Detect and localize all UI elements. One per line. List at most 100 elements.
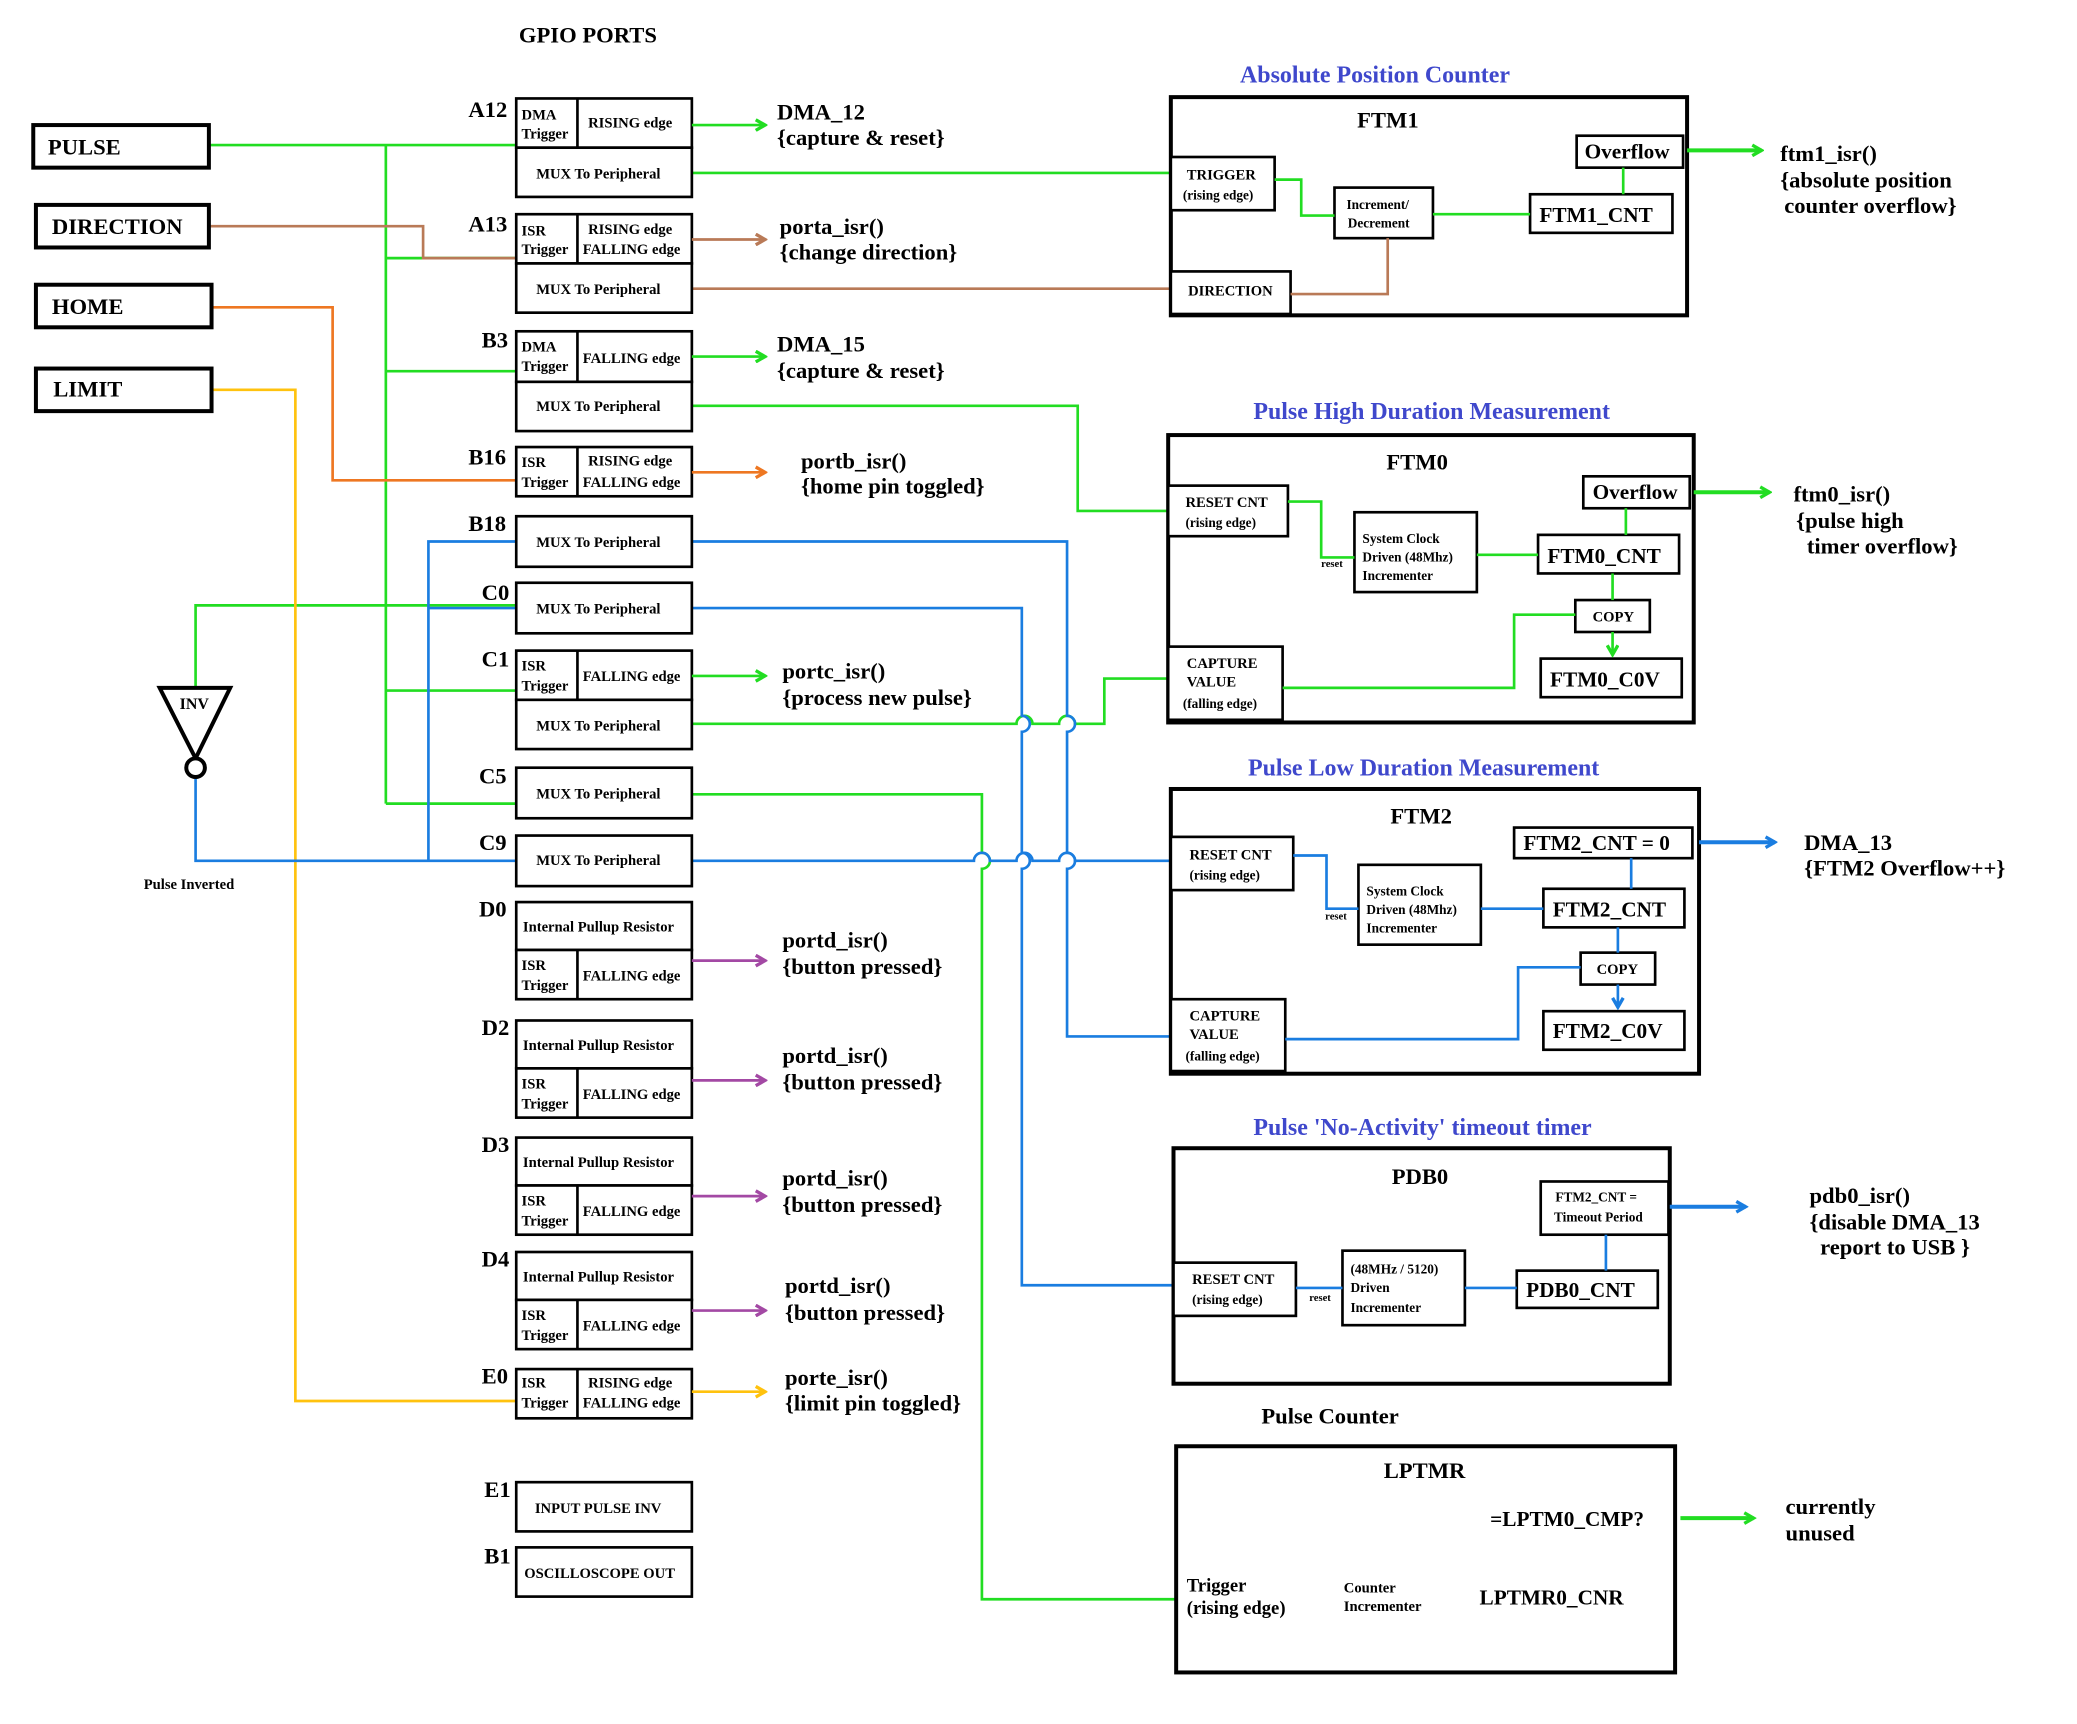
pin-b3: B3 <box>482 327 508 352</box>
svg-text:Counter: Counter <box>1344 1581 1397 1597</box>
svg-text:OSCILLOSCOPE OUT: OSCILLOSCOPE OUT <box>524 1566 675 1582</box>
svg-text:{disable DMA_13: {disable DMA_13 <box>1809 1209 1979 1234</box>
heading-pulse-counter: Pulse Counter <box>1261 1404 1399 1429</box>
svg-text:(rising edge): (rising edge) <box>1192 1292 1263 1307</box>
input-pulse: PULSE <box>31 123 211 170</box>
svg-text:DMA: DMA <box>522 108 557 124</box>
svg-text:DMA_15: DMA_15 <box>777 331 865 356</box>
pin-c9: C9 <box>479 830 507 855</box>
svg-text:FTM2_CNT = 0: FTM2_CNT = 0 <box>1523 831 1669 855</box>
svg-text:MUX To Peripheral: MUX To Peripheral <box>536 399 660 415</box>
svg-text:portd_isr(): portd_isr() <box>782 1043 888 1068</box>
svg-text:ISR: ISR <box>522 455 547 471</box>
svg-text:INPUT PULSE INV: INPUT PULSE INV <box>535 1501 662 1517</box>
svg-text:portc_isr(): portc_isr() <box>782 659 885 684</box>
svg-text:(rising edge): (rising edge) <box>1189 867 1260 882</box>
svg-text:Incrementer: Incrementer <box>1350 1300 1421 1315</box>
svg-text:Driven (48Mhz): Driven (48Mhz) <box>1366 902 1456 917</box>
pin-d2: D2 <box>482 1015 510 1040</box>
svg-text:MUX To Peripheral: MUX To Peripheral <box>536 601 660 617</box>
svg-text:VALUE: VALUE <box>1189 1027 1238 1043</box>
svg-text:PULSE: PULSE <box>48 134 121 159</box>
svg-text:FALLING edge: FALLING edge <box>583 242 681 258</box>
port-c5-block: MUX To Peripheral <box>514 766 694 820</box>
svg-text:reset: reset <box>1309 1293 1331 1304</box>
svg-text:MUX To Peripheral: MUX To Peripheral <box>536 282 660 298</box>
svg-text:{absolute position: {absolute position <box>1780 168 1952 193</box>
svg-text:DIRECTION: DIRECTION <box>1188 283 1273 299</box>
svg-text:ISR: ISR <box>522 958 547 974</box>
svg-text:Overflow: Overflow <box>1593 480 1679 504</box>
pin-c0: C0 <box>482 580 510 605</box>
svg-text:reset: reset <box>1325 911 1347 922</box>
svg-text:FTM1_CNT: FTM1_CNT <box>1539 203 1652 227</box>
svg-text:FTM0_C0V: FTM0_C0V <box>1550 668 1661 692</box>
svg-text:Trigger: Trigger <box>522 1096 569 1112</box>
svg-text:MUX To Peripheral: MUX To Peripheral <box>536 535 660 551</box>
svg-text:PDB0: PDB0 <box>1392 1164 1449 1189</box>
svg-text:unused: unused <box>1786 1521 1856 1546</box>
svg-text:ISR: ISR <box>522 1076 547 1092</box>
home-wire <box>211 306 517 482</box>
svg-text:Trigger: Trigger <box>522 679 569 695</box>
svg-text:FTM0: FTM0 <box>1386 450 1448 475</box>
svg-text:COPY: COPY <box>1593 609 1635 625</box>
svg-text:LPTMR0_CNR: LPTMR0_CNR <box>1480 1586 1625 1610</box>
pin-b18: B18 <box>468 511 506 536</box>
svg-text:Increment/: Increment/ <box>1346 197 1409 212</box>
inverter: INV Pulse Inverted <box>144 685 234 893</box>
svg-text:RISING edge: RISING edge <box>588 116 673 132</box>
port-b1-block: OSCILLOSCOPE OUT <box>514 1546 694 1598</box>
svg-text:pdb0_isr(): pdb0_isr() <box>1809 1183 1910 1208</box>
svg-text:Decrement: Decrement <box>1348 216 1410 231</box>
svg-text:FALLING edge: FALLING edge <box>583 669 681 685</box>
heading-no-activity: Pulse 'No-Activity' timeout timer <box>1253 1115 1592 1141</box>
svg-text:ISR: ISR <box>522 1376 547 1392</box>
svg-text:Incrementer: Incrementer <box>1344 1599 1422 1615</box>
svg-text:counter overflow}: counter overflow} <box>1784 193 1956 218</box>
svg-text:{limit pin toggled}: {limit pin toggled} <box>785 1390 961 1415</box>
svg-text:Trigger: Trigger <box>522 242 569 258</box>
input-limit: LIMIT <box>33 366 214 414</box>
svg-text:RESET CNT: RESET CNT <box>1192 1272 1274 1288</box>
pin-d3: D3 <box>482 1132 510 1157</box>
svg-text:{capture & reset}: {capture & reset} <box>777 125 945 150</box>
svg-text:RESET CNT: RESET CNT <box>1185 495 1267 511</box>
svg-text:{capture & reset}: {capture & reset} <box>777 358 945 383</box>
svg-text:Driven: Driven <box>1350 1280 1390 1295</box>
svg-text:ISR: ISR <box>522 659 547 675</box>
svg-text:porta_isr(): porta_isr() <box>780 214 884 239</box>
port-output-labels: DMA_12{capture & reset} porta_isr(){chan… <box>777 100 985 1416</box>
svg-text:DMA_12: DMA_12 <box>777 100 865 125</box>
svg-text:FTM2: FTM2 <box>1390 804 1452 829</box>
svg-text:Timeout Period: Timeout Period <box>1554 1209 1643 1224</box>
svg-text:currently: currently <box>1786 1494 1877 1519</box>
svg-text:DMA: DMA <box>522 339 557 355</box>
svg-text:{button pressed}: {button pressed} <box>782 1070 942 1095</box>
heading-pulse-high: Pulse High Duration Measurement <box>1253 399 1610 425</box>
svg-text:MUX To Peripheral: MUX To Peripheral <box>536 786 660 802</box>
svg-text:CAPTURE: CAPTURE <box>1187 656 1258 672</box>
svg-text:System Clock: System Clock <box>1362 531 1440 546</box>
svg-text:FTM2_CNT =: FTM2_CNT = <box>1555 1189 1637 1204</box>
ftm1-block: FTM1 TRIGGER(rising edge) DIRECTION Incr… <box>1168 95 1690 318</box>
svg-text:RISING edge: RISING edge <box>588 1376 673 1392</box>
svg-text:Trigger: Trigger <box>1187 1575 1247 1596</box>
port-c0-block: MUX To Peripheral <box>514 581 694 635</box>
svg-text:portd_isr(): portd_isr() <box>782 1165 888 1190</box>
heading-absolute-position: Absolute Position Counter <box>1240 62 1510 88</box>
svg-text:RISING edge: RISING edge <box>588 222 673 238</box>
svg-text:Incrementer: Incrementer <box>1366 921 1437 936</box>
pin-a13: A13 <box>468 212 507 237</box>
svg-text:porte_isr(): porte_isr() <box>785 1365 888 1390</box>
svg-text:FALLING edge: FALLING edge <box>583 1204 681 1220</box>
